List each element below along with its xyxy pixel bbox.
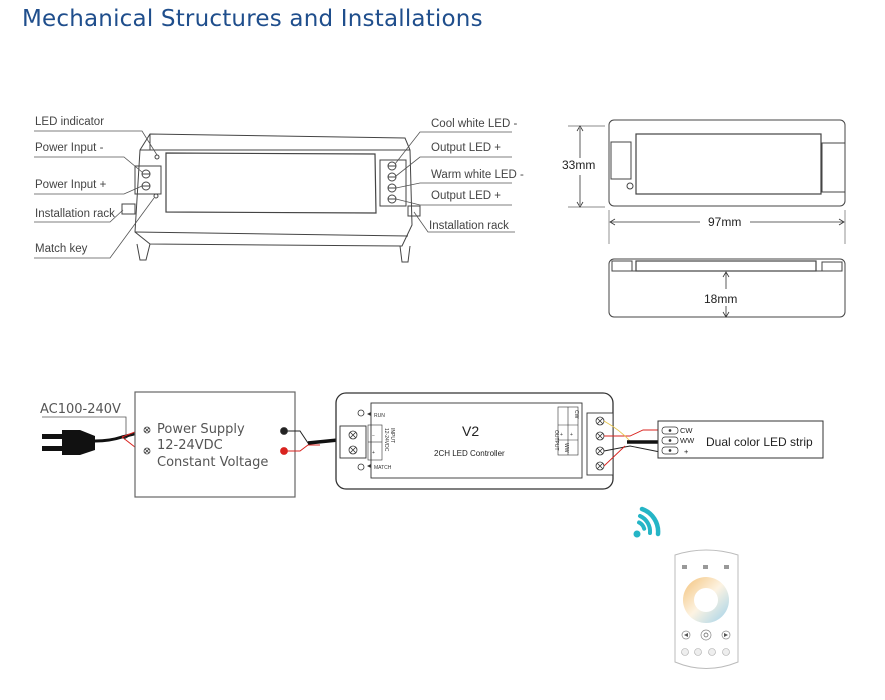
- top-view-drawing: [568, 119, 846, 244]
- power-supply-line2: 12-24VDC: [157, 438, 223, 453]
- label-power-input-minus: Power Input -: [35, 142, 104, 154]
- label-installation-rack-right: Installation rack: [429, 220, 509, 232]
- dimension-length: 97mm: [708, 215, 741, 229]
- led-strip-pads: [661, 426, 679, 455]
- controller-input-voltage: 12-24VDC: [383, 428, 389, 452]
- controller-run-label: RUN: [374, 413, 385, 419]
- controller-input-minus: −: [372, 433, 375, 439]
- power-supply-line1: Power Supply: [157, 422, 245, 437]
- label-cool-white-minus: Cool white LED -: [431, 118, 517, 130]
- controller-input-plus: +: [372, 450, 375, 456]
- strip-plus-label: +: [684, 447, 689, 456]
- controller-output-plus-1: +: [560, 432, 563, 438]
- controller-body: [335, 392, 614, 490]
- label-output-led-plus-1: Output LED +: [431, 142, 501, 154]
- label-match-key: Match key: [35, 243, 88, 255]
- controller-output-cw: CW: [573, 410, 579, 419]
- controller-output-ww: WW: [563, 443, 569, 453]
- leader-lines-left: [34, 130, 158, 259]
- label-output-led-plus-2: Output LED +: [431, 190, 501, 202]
- strip-ww-label: WW: [680, 436, 695, 445]
- label-led-indicator: LED indicator: [35, 116, 104, 128]
- controller-output-label: OUTPUT: [553, 430, 559, 451]
- controller-name: 2CH LED Controller: [434, 449, 505, 458]
- controller-match-label: MATCH: [374, 465, 392, 471]
- wifi-signal-icon: [633, 506, 661, 538]
- dimension-height: 33mm: [562, 158, 595, 172]
- strip-cw-label: CW: [680, 426, 693, 435]
- strip-name-label: Dual color LED strip: [706, 435, 813, 449]
- led-strip-box: [657, 420, 824, 459]
- wire-positive: [287, 444, 320, 452]
- controller-output-plus-2: +: [570, 432, 573, 438]
- leader-lines-right: [394, 131, 515, 233]
- page-title: Mechanical Structures and Installations: [22, 6, 483, 32]
- ac-input-label: AC100-240V: [40, 402, 121, 417]
- label-warm-white-minus: Warm white LED -: [431, 169, 524, 181]
- label-installation-rack-left: Installation rack: [35, 208, 115, 220]
- remote-control-icon: [674, 549, 739, 669]
- product-perspective-view: [121, 133, 421, 263]
- side-view-drawing: [608, 258, 846, 318]
- power-supply-line3: Constant Voltage: [157, 455, 268, 470]
- power-supply-terminals: [143, 426, 288, 455]
- dimension-depth: 18mm: [704, 292, 737, 306]
- power-plug-icon: [42, 430, 139, 455]
- power-supply-box: [134, 391, 296, 498]
- controller-model: V2: [462, 423, 479, 439]
- label-power-input-plus: Power Input +: [35, 179, 107, 191]
- controller-input-label: INPUT: [389, 428, 395, 443]
